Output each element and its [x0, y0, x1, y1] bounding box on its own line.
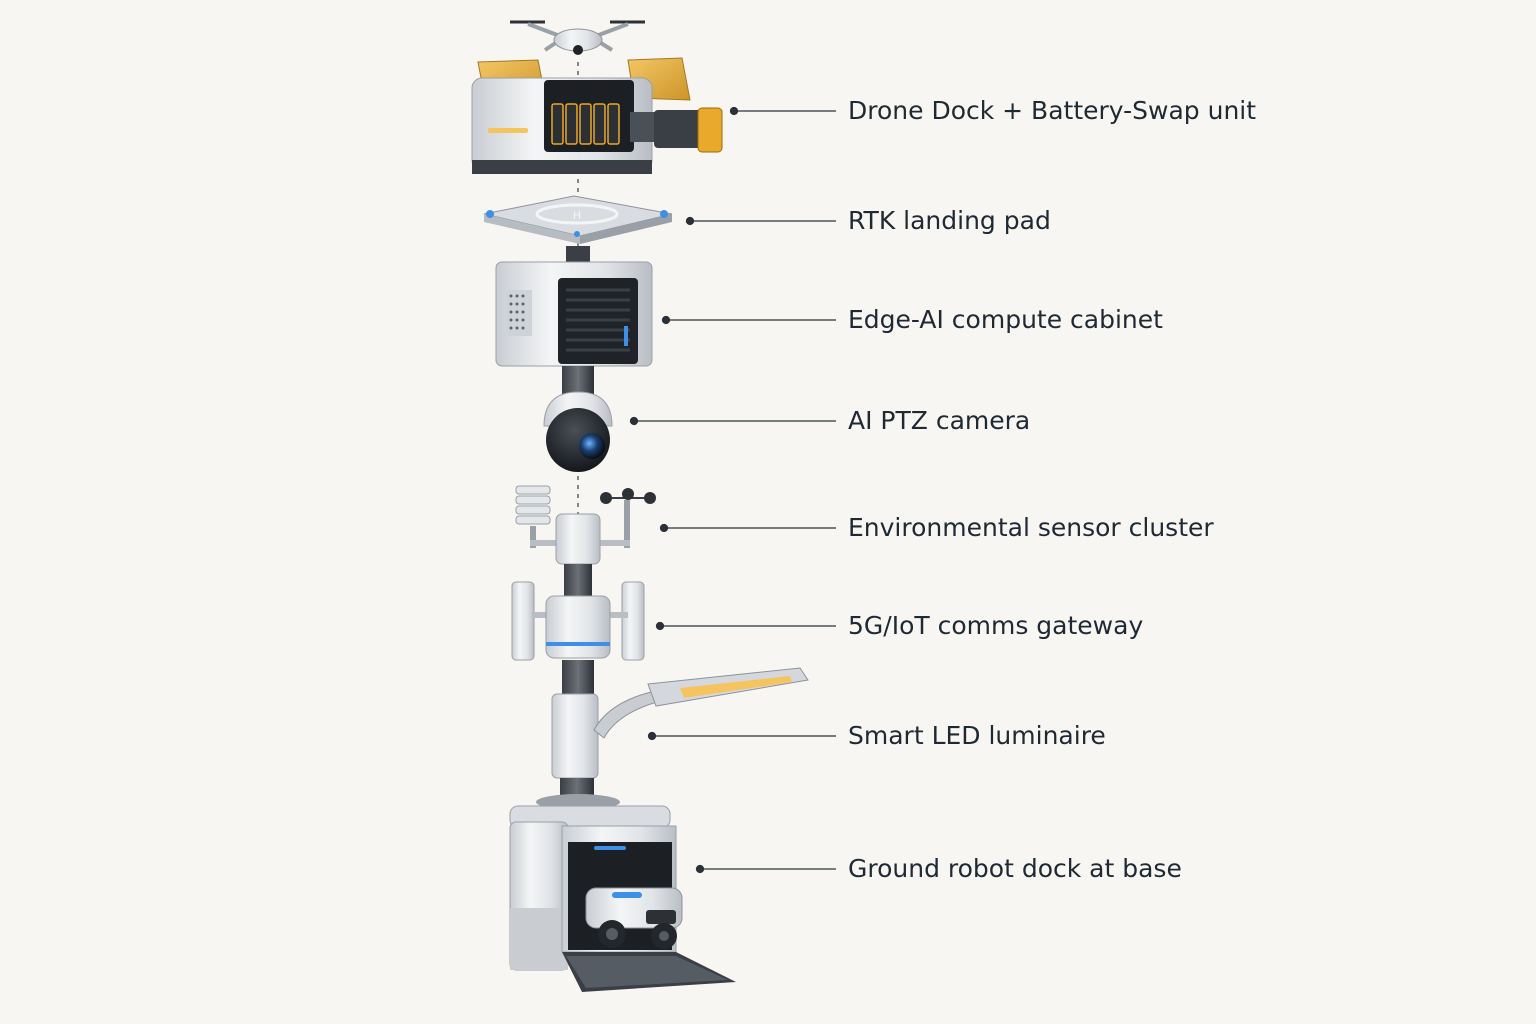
drone-dock-illustration	[471, 57, 723, 174]
label-drone-dock: Drone Dock + Battery-Swap unit	[848, 96, 1257, 125]
comms-gateway-illustration	[511, 564, 645, 661]
label-led-luminaire: Smart LED luminaire	[848, 721, 1106, 750]
leader-dot-rtk-pad	[685, 216, 695, 226]
leader-lines	[629, 106, 836, 874]
rtk-pad-illustration: H	[483, 195, 673, 244]
leader-dot-ptz-camera	[629, 416, 639, 426]
ptz-camera-illustration	[543, 366, 613, 472]
label-env-sensors: Environmental sensor cluster	[848, 513, 1214, 542]
edge-ai-illustration	[495, 246, 653, 367]
svg-text:H: H	[573, 209, 581, 222]
leader-dot-robot-dock	[695, 864, 705, 874]
leader-dot-edge-ai	[661, 315, 671, 325]
leader-dot-drone-dock	[729, 106, 739, 116]
leader-dot-comms-gateway	[655, 621, 665, 631]
leader-dot-env-sensors	[659, 523, 669, 533]
label-ptz-camera: AI PTZ camera	[848, 406, 1031, 435]
label-robot-dock: Ground robot dock at base	[848, 854, 1182, 883]
label-rtk-pad: RTK landing pad	[848, 206, 1051, 235]
drone-illustration	[510, 20, 645, 55]
led-luminaire-illustration	[536, 660, 809, 810]
leader-dot-led-luminaire	[647, 731, 657, 741]
label-comms-gateway: 5G/IoT comms gateway	[848, 611, 1144, 640]
robot-dock-illustration	[509, 805, 736, 992]
label-edge-ai: Edge-AI compute cabinet	[848, 305, 1163, 334]
env-sensors-illustration	[515, 485, 656, 565]
